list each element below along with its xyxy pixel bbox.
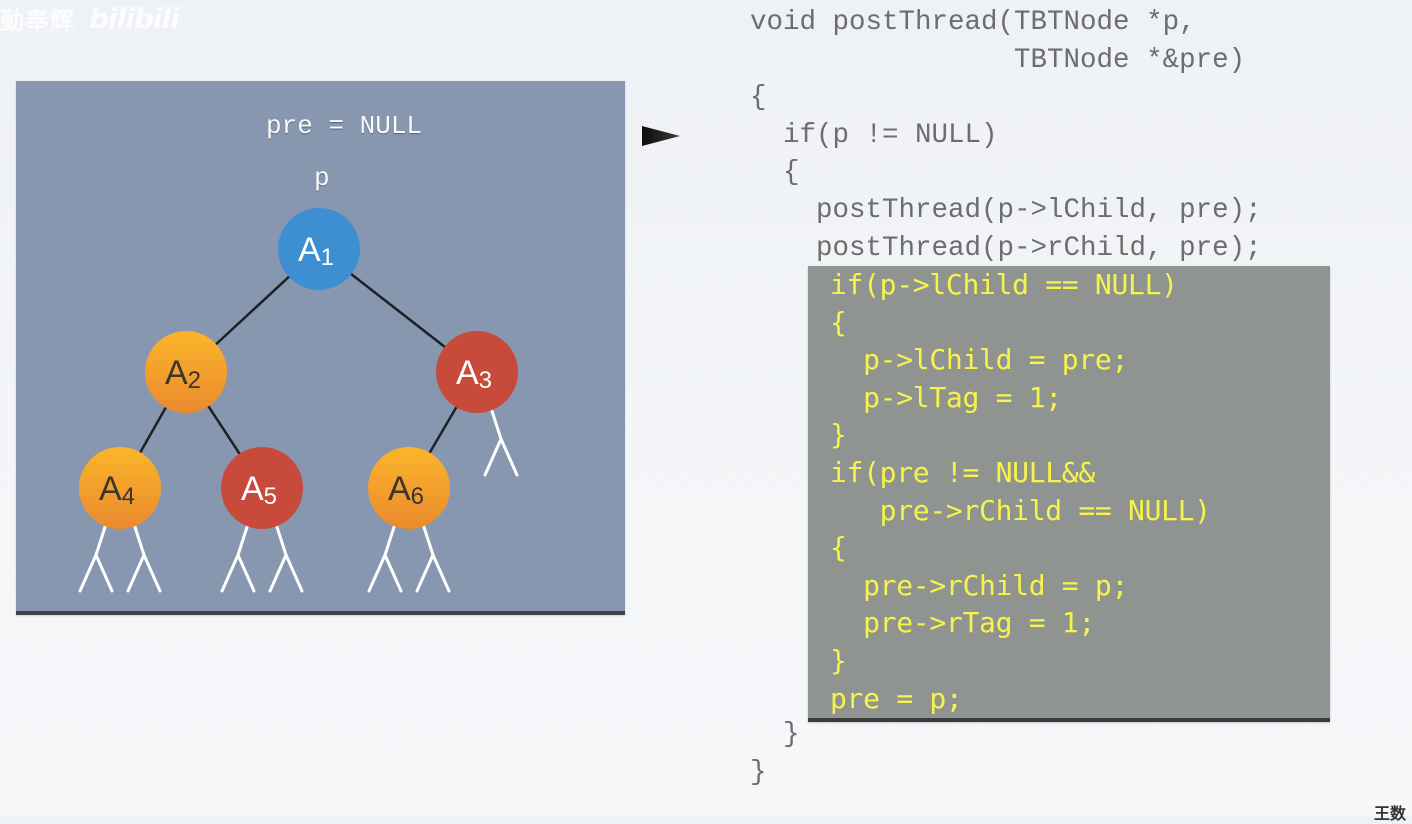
tree-node-A2: A2 <box>145 331 227 413</box>
p-pointer-label: p <box>314 163 330 193</box>
null-child-stub-A4-left <box>78 522 114 593</box>
null-child-stub-A3-right <box>483 406 519 477</box>
code-line: postThread(p->lChild, pre); <box>750 194 1262 226</box>
code-line: p->lChild = pre; <box>830 343 1129 377</box>
code-line: postThread(p->rChild, pre); <box>750 232 1262 264</box>
code-line: pre->rTag = 1; <box>830 606 1095 640</box>
node-label: A3 <box>456 354 492 394</box>
null-child-stub-A4-right <box>126 522 162 593</box>
video-watermark: 勤奉辉 bilibili <box>0 0 180 36</box>
null-child-stub-A5-right <box>268 522 304 593</box>
code-line: if(p->lChild == NULL) <box>830 268 1178 301</box>
code-line: pre = p; <box>830 681 963 715</box>
code-line: { <box>750 157 800 189</box>
code-line: pre->rChild == NULL) <box>830 493 1211 527</box>
code-line: } <box>750 756 767 788</box>
code-line-active: if(p != NULL) <box>750 119 998 151</box>
null-child-stub-A6-right <box>415 522 451 593</box>
corner-watermark: 王数 <box>1373 804 1406 823</box>
node-label: A6 <box>388 470 424 510</box>
node-label: A1 <box>298 231 334 271</box>
highlighted-code-region: if(p->lChild == NULL){ p->lChild = pre; … <box>808 266 1330 722</box>
tree-node-A1: A1 <box>278 208 360 290</box>
tree-node-A3: A3 <box>436 331 518 413</box>
code-line: p->lTag = 1; <box>830 380 1062 414</box>
code-line: pre->rChild = p; <box>830 568 1129 602</box>
node-circle <box>221 447 303 529</box>
node-label: A5 <box>241 470 277 510</box>
code-line: void postThread(TBTNode *p, <box>750 7 1196 38</box>
code-line: } <box>830 643 847 677</box>
node-circle <box>278 208 360 290</box>
tree-node-A6: A6 <box>368 447 450 529</box>
node-circle <box>145 331 227 413</box>
node-label: A2 <box>165 354 201 394</box>
code-line: } <box>830 418 847 452</box>
node-circle <box>368 447 450 529</box>
highlighted-code-block: if(p->lChild == NULL){ p->lChild = pre; … <box>830 266 1211 717</box>
code-line: { <box>830 531 847 565</box>
watermark-author: 勤奉辉 <box>0 6 75 35</box>
null-child-stub-A5-left <box>220 522 256 593</box>
code-block-header: void postThread(TBTNode *p, TBTNode *&pr… <box>750 4 1262 267</box>
bilibili-logo-icon: bilibili <box>89 1 180 35</box>
tree-node-A5: A5 <box>221 447 303 529</box>
node-circle <box>436 331 518 413</box>
current-line-arrow-icon <box>642 126 680 146</box>
code-line: TBTNode *&pre) <box>750 44 1246 76</box>
null-child-stub-A6-left <box>367 522 403 593</box>
code-line: { <box>830 305 847 339</box>
node-label: A4 <box>99 470 135 510</box>
code-line: if(pre != NULL&& <box>830 455 1095 489</box>
code-block-footer: }} <box>750 716 800 791</box>
tree-node-A4: A4 <box>79 447 161 529</box>
node-circle <box>79 447 161 529</box>
pre-pointer-label: pre = NULL <box>266 111 423 141</box>
code-line: } <box>750 719 800 750</box>
code-line: { <box>750 82 767 114</box>
